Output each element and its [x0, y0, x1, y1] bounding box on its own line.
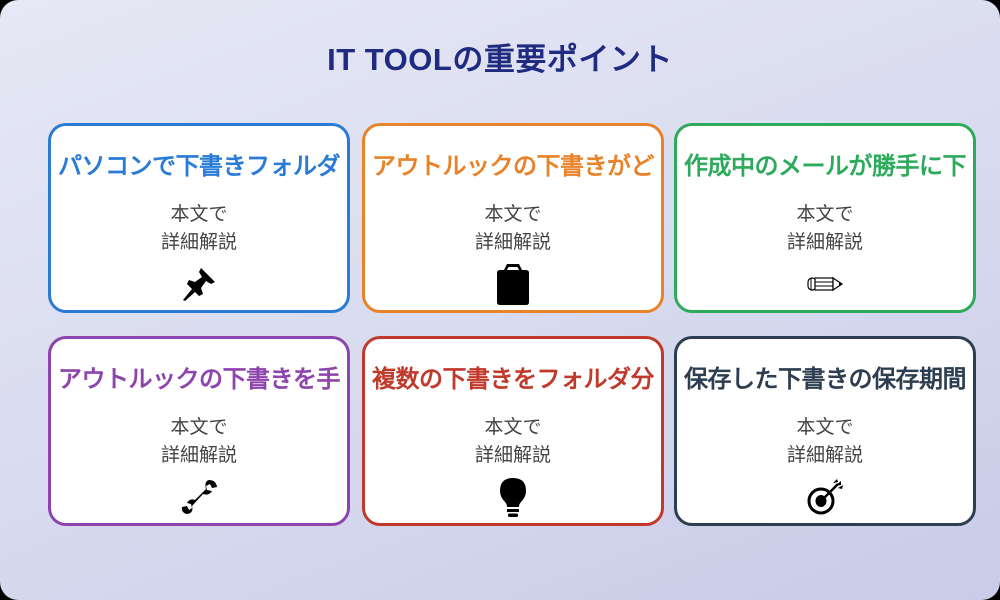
pushpin-icon — [177, 262, 221, 306]
card-title: 保存した下書きの保存期間 — [684, 365, 967, 393]
card-body: 本文で 詳細解説 — [51, 200, 347, 256]
card-body-line: 詳細解説 — [160, 231, 237, 253]
card-drafts-folder-sorting: 複数の下書きをフォルダ分 本文で 詳細解説 — [362, 336, 664, 526]
card-outlook-drafts-manual: アウトルックの下書きを手 本文で 詳細解説 — [48, 336, 350, 526]
card-auto-draft-saving: 作成中のメールが勝手に下 本文で 詳細解説 — [674, 123, 976, 313]
card-title: 作成中のメールが勝手に下 — [684, 152, 967, 180]
target-icon — [803, 475, 847, 519]
card-title: アウトルックの下書きがど — [372, 152, 655, 180]
card-body-line: 本文で — [484, 416, 542, 438]
clipboard-icon — [491, 262, 535, 306]
card-title: パソコンで下書きフォルダ — [58, 152, 341, 180]
card-body-line: 本文で — [484, 203, 542, 225]
wrench-icon — [177, 475, 221, 519]
lightbulb-icon — [491, 475, 535, 519]
card-body-line: 詳細解説 — [474, 231, 551, 253]
card-body-line: 本文で — [170, 416, 228, 438]
card-body-line: 本文で — [796, 203, 854, 225]
card-body-line: 詳細解説 — [160, 444, 237, 466]
card-body-line: 詳細解説 — [474, 444, 551, 466]
card-body: 本文で 詳細解説 — [365, 200, 661, 256]
card-body: 本文で 詳細解説 — [677, 200, 973, 256]
card-body-line: 本文で — [796, 416, 854, 438]
card-body-line: 本文で — [170, 203, 228, 225]
card-body: 本文で 詳細解説 — [365, 413, 661, 469]
card-title: 複数の下書きをフォルダ分 — [372, 365, 655, 393]
card-body-line: 詳細解説 — [786, 444, 863, 466]
card-body: 本文で 詳細解説 — [677, 413, 973, 469]
card-draft-retention-period: 保存した下書きの保存期間 本文で 詳細解説 — [674, 336, 976, 526]
pencil-icon — [803, 262, 847, 306]
card-body-line: 詳細解説 — [786, 231, 863, 253]
card-pc-drafts-folder: パソコンで下書きフォルダ 本文で 詳細解説 — [48, 123, 350, 313]
card-title: アウトルックの下書きを手 — [58, 365, 341, 393]
card-outlook-drafts-where: アウトルックの下書きがど 本文で 詳細解説 — [362, 123, 664, 313]
card-body: 本文で 詳細解説 — [51, 413, 347, 469]
page-title: IT TOOLの重要ポイント — [327, 42, 673, 77]
